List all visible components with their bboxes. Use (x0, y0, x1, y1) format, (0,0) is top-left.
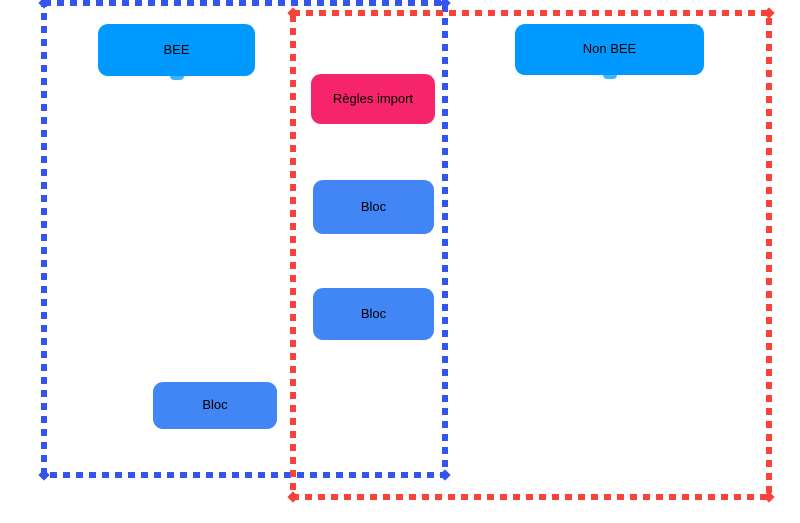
node-bee-label: BEE (163, 41, 190, 57)
node-bloc-3-label: Bloc (202, 397, 228, 413)
node-non-bee-connector-notch (602, 73, 617, 79)
node-non-bee-label: Non BEE (582, 41, 637, 57)
node-bloc-1[interactable]: Bloc (313, 180, 434, 234)
node-non-bee[interactable]: Non BEE (515, 24, 704, 79)
node-regles-import-label: Règles import (332, 90, 414, 106)
node-bloc-1-label: Bloc (360, 198, 387, 214)
node-regles-import[interactable]: Règles import (311, 74, 435, 124)
node-bloc-3[interactable]: Bloc (153, 382, 277, 429)
node-bee[interactable]: BEE (98, 24, 255, 80)
node-bee-connector-notch (169, 74, 184, 80)
node-bloc-2-label: Bloc (360, 305, 387, 321)
node-bloc-2[interactable]: Bloc (313, 288, 434, 340)
